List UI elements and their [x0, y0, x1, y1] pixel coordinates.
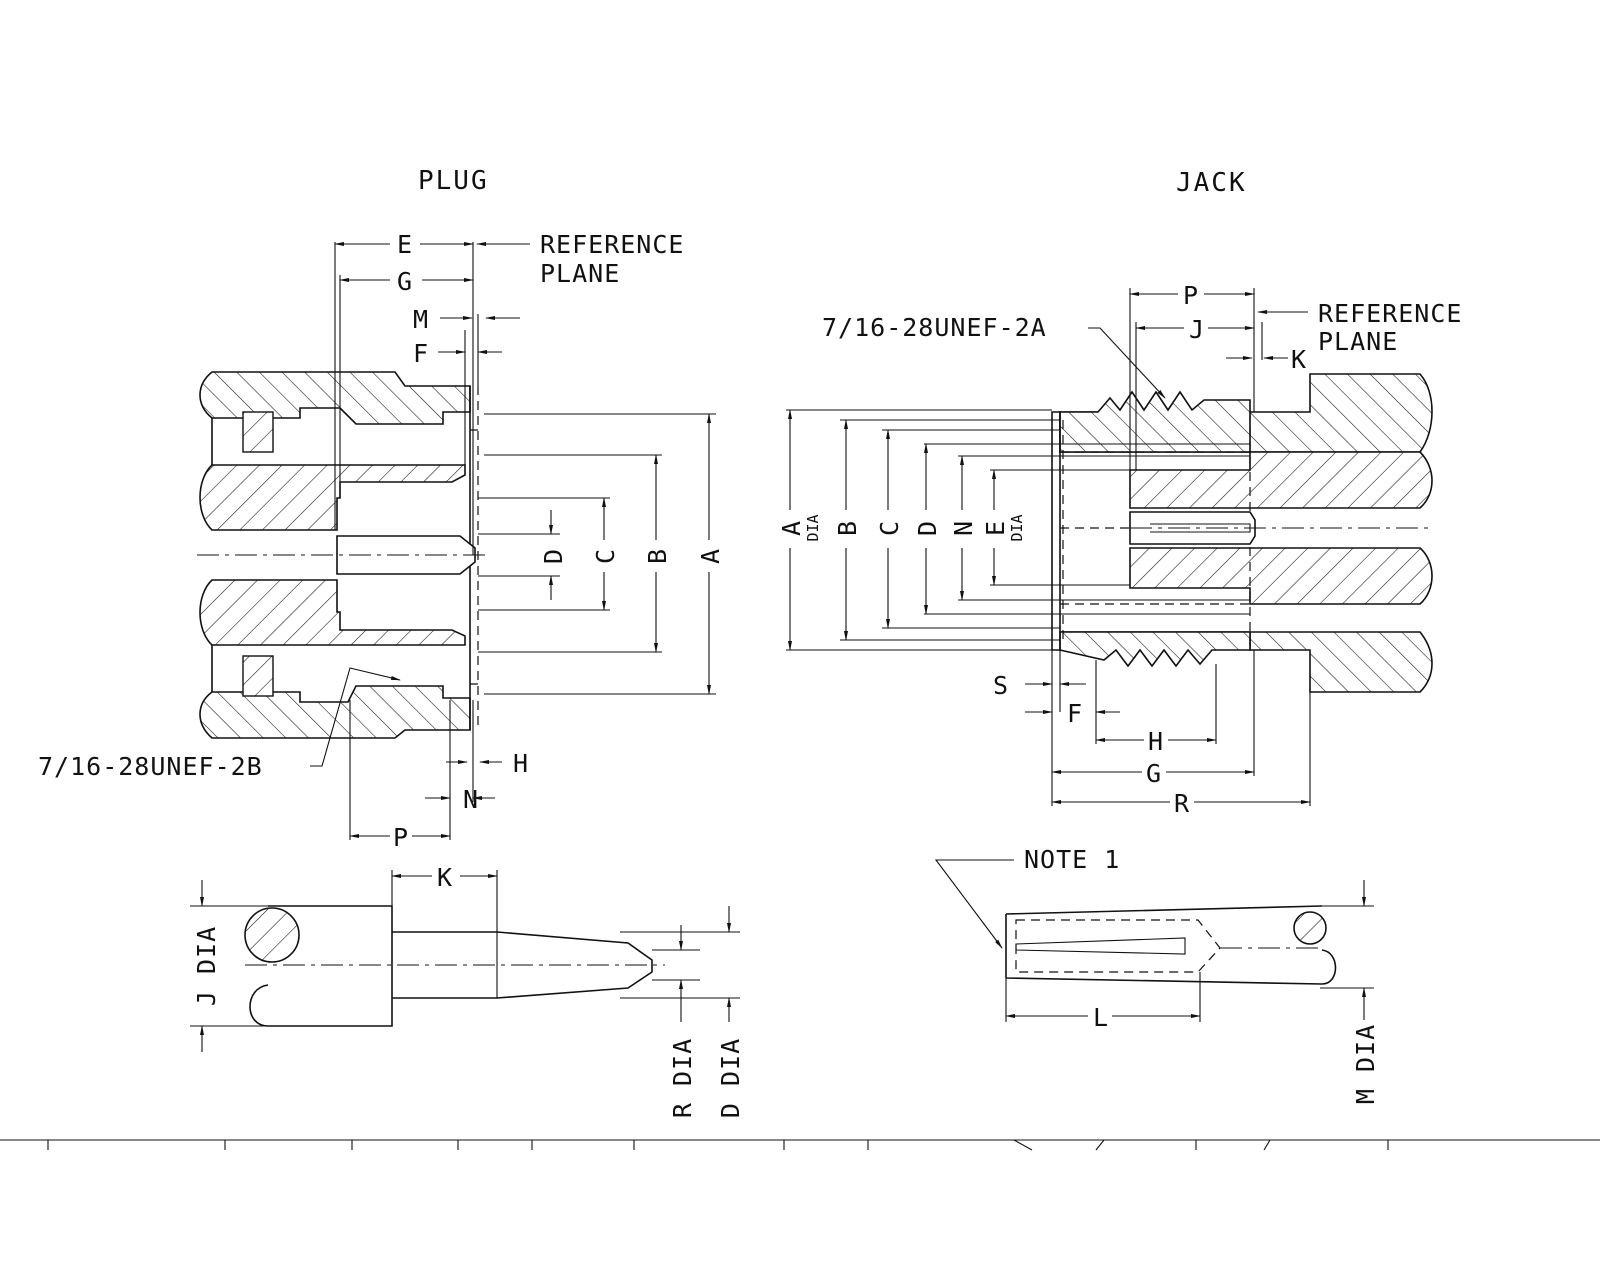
jack-dim-c: C — [875, 520, 904, 536]
title-block-border — [0, 1139, 1600, 1151]
jack-dim-r: R — [1174, 789, 1190, 818]
jack-reference-plane-2: PLANE — [1318, 327, 1398, 356]
plug-dim-m: M — [413, 305, 429, 334]
plug-pin-detail: K J DIA R DIA D DIA — [190, 863, 745, 1118]
jack-dim-k: K — [1291, 345, 1307, 374]
jack-title: JACK — [1176, 168, 1247, 198]
plug-dim-f: F — [413, 339, 429, 368]
plug-dim-g: G — [397, 267, 413, 296]
plug-dim-a: A — [696, 548, 725, 564]
socket-note: NOTE 1 — [1024, 845, 1120, 874]
jack-socket-detail: NOTE 1 L M DIA — [934, 845, 1380, 1104]
jack-dim-e-dia: DIA — [1008, 514, 1026, 541]
plug-dim-h: H — [513, 749, 529, 778]
jack-thread-bottom — [1059, 631, 1251, 668]
socket-section-circle — [1293, 911, 1327, 945]
plug-dim-n: N — [463, 785, 479, 814]
plug-reference-plane-2: PLANE — [540, 259, 620, 288]
pin-dim-r: R DIA — [668, 1038, 697, 1118]
jack-thread-spec: 7/16-28UNEF-2A — [822, 313, 1047, 342]
socket-dim-l: L — [1093, 1003, 1109, 1032]
plug-thread-spec: 7/16-28UNEF-2B — [38, 752, 263, 781]
pin-dim-d: D DIA — [716, 1038, 745, 1118]
plug-retaining-ring-top — [242, 411, 274, 453]
jack-dim-e: E — [981, 520, 1010, 536]
pin-dim-k: K — [437, 863, 453, 892]
jack-dim-p: P — [1183, 281, 1199, 310]
jack-view: JACK 7/16-28UNEF-2A P REFERENCE PLANE — [777, 168, 1462, 818]
plug-dim-b: B — [643, 548, 672, 564]
pin-dim-j: J DIA — [192, 926, 221, 1006]
jack-flange-bottom — [1060, 631, 1433, 693]
jack-dim-h: H — [1148, 727, 1164, 756]
plug-retaining-ring-bottom — [242, 655, 274, 697]
plug-outer-conductor-bottom — [199, 579, 466, 646]
plug-dim-d: D — [539, 548, 568, 564]
socket-dim-m: M DIA — [1351, 1024, 1380, 1104]
jack-dim-f: F — [1067, 699, 1083, 728]
plug-coupling-nut-bottom — [199, 685, 471, 739]
jack-dim-j: J — [1189, 315, 1205, 344]
jack-thread-top — [1059, 390, 1251, 453]
plug-hidden-lines — [470, 386, 479, 730]
plug-dim-c: C — [591, 548, 620, 564]
plug-title: PLUG — [418, 166, 489, 196]
jack-reference-plane-1: REFERENCE — [1318, 299, 1462, 328]
jack-dim-b: B — [833, 520, 862, 536]
jack-dim-g: G — [1146, 759, 1162, 788]
plug-dim-e: E — [397, 230, 413, 259]
plug-dim-extensions — [478, 413, 716, 695]
jack-dim-d: D — [913, 520, 942, 536]
jack-inner-body-top — [1129, 451, 1433, 509]
plug-dim-p: P — [393, 823, 409, 852]
plug-outer-conductor-top — [199, 464, 466, 531]
plug-reference-plane-1: REFERENCE — [540, 230, 684, 259]
jack-dim-s: S — [993, 671, 1009, 700]
plug-view: PLUG E REFERENCE PLANE G — [38, 166, 725, 852]
jack-dim-a-dia: DIA — [804, 514, 822, 541]
jack-inner-body-bottom — [1129, 547, 1433, 605]
jack-dim-n: N — [949, 520, 978, 536]
pin-section-circle — [244, 907, 300, 963]
jack-dim-a: A — [777, 520, 806, 536]
